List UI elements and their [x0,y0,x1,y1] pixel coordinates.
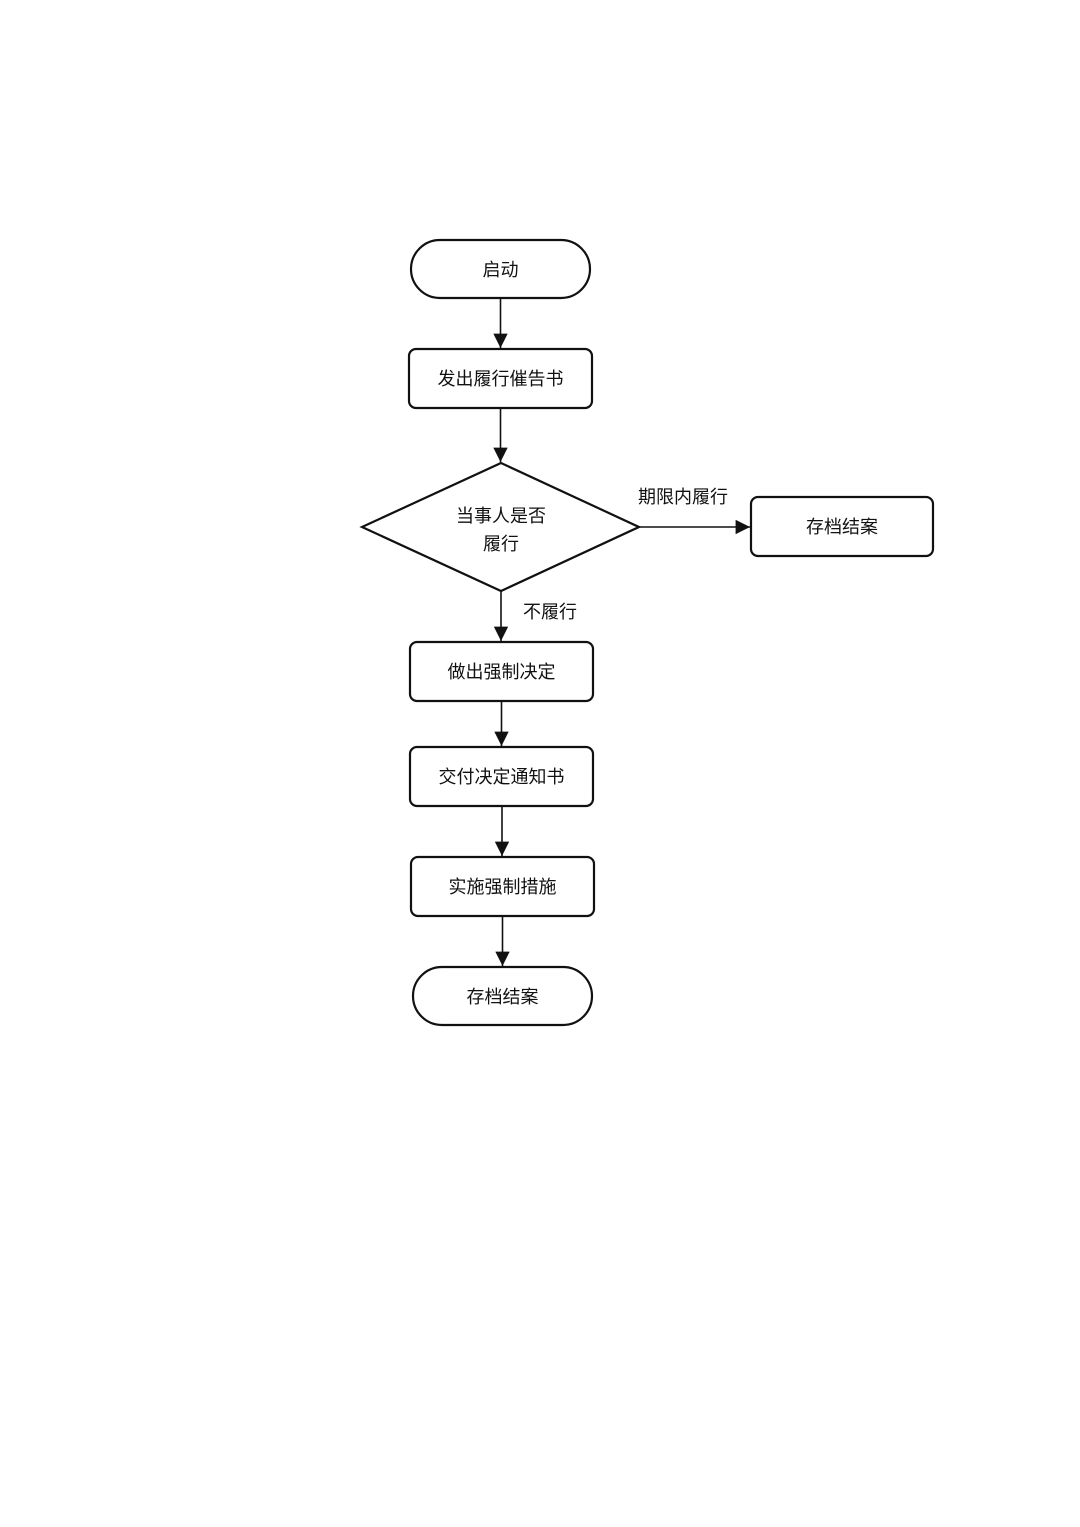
node-make-decision: 做出强制决定 [408,640,595,703]
node-archive-end-label: 存档结案 [467,987,539,1008]
edge-label-no: 不履行 [523,602,577,623]
node-deliver-notice: 交付决定通知书 [408,745,595,808]
node-issue-notice: 发出履行催告书 [407,347,594,410]
node-deliver-notice-label: 交付决定通知书 [439,767,565,788]
terminator-shape [411,965,594,1027]
node-enforce-label: 实施强制措施 [449,877,557,898]
node-archive-end: 存档结案 [411,965,594,1027]
decision-shape [359,461,642,593]
node-enforce: 实施强制措施 [409,855,596,918]
node-issue-notice-label: 发出履行催告书 [438,369,564,390]
node-archive-side-label: 存档结案 [806,517,878,538]
node-start: 启动 [409,238,592,300]
node-decision-label-line2: 履行 [483,534,519,555]
node-archive-side: 存档结案 [749,495,935,558]
process-shape [749,495,935,558]
node-decision-label-line1: 当事人是否 [456,506,546,527]
node-decision: 当事人是否 履行 [359,461,642,593]
edge-label-yes: 期限内履行 [638,487,728,508]
node-make-decision-label: 做出强制决定 [448,662,556,683]
node-start-label: 启动 [483,260,519,281]
